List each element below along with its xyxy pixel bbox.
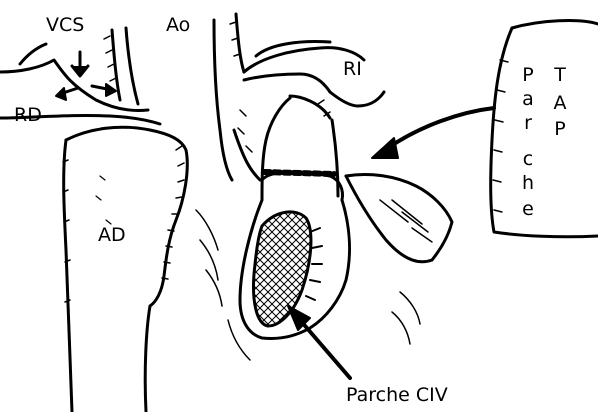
label-vcs: VCS [46,16,84,35]
tap-patch-arrow [372,108,494,158]
tap-letter: A [552,94,568,113]
label-ri: RI [343,60,362,79]
vsd-patch [254,212,322,326]
vsd-patch-pointer [288,306,350,378]
parche-letter: h [520,174,536,193]
pulmonary-flap [346,174,452,261]
right-infundibulum [234,92,384,200]
parche-letter: a [520,90,536,109]
parche-letter: P [520,66,536,85]
label-rd: RD [14,106,42,125]
label-ad: AD [98,226,126,245]
right-atrium [63,127,187,412]
parche-letter: r [520,114,536,133]
label-parche-civ: Parche CIV [346,386,448,405]
parche-letter: c [520,150,536,169]
tap-letter: T [552,66,568,85]
label-ao: Ao [166,16,190,35]
parche-letter: e [520,200,536,219]
tap-patch [491,21,598,237]
tap-letter: P [552,120,568,139]
